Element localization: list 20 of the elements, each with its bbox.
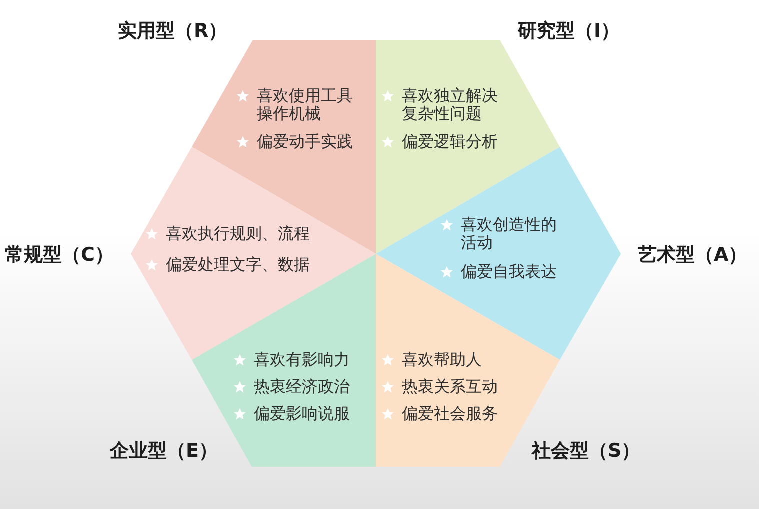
bullet-text: 热衷经济政治 — [254, 378, 351, 396]
bullet-text: 偏爱逻辑分析 — [402, 133, 499, 151]
type-heading: 研究型（I） — [518, 19, 620, 44]
bullet-text: 偏爱自我表达 — [461, 263, 558, 281]
type-heading: 艺术型（A） — [638, 243, 748, 268]
bullet-text: 偏爱动手实践 — [257, 133, 354, 151]
bullet-text: 偏爱影响说服 — [254, 405, 351, 423]
bullet-text: 喜欢执行规则、流程 — [166, 225, 311, 243]
bullet-text: 喜欢帮助人 — [402, 351, 483, 369]
bullet-text: 偏爱社会服务 — [402, 405, 499, 423]
type-heading: 企业型（E） — [110, 439, 218, 464]
bullet-text: 喜欢使用工具操作机械 — [257, 87, 354, 123]
bullet-text: 喜欢独立解决复杂性问题 — [402, 87, 499, 123]
bullet-text: 喜欢有影响力 — [254, 351, 351, 369]
type-heading: 社会型（S） — [532, 439, 641, 464]
bullet-text: 热衷关系互动 — [402, 378, 499, 396]
bullet-text: 喜欢创造性的活动 — [461, 216, 558, 252]
bullet-text: 偏爱处理文字、数据 — [166, 256, 311, 274]
type-heading: 常规型（C） — [5, 243, 114, 268]
type-heading: 实用型（R） — [118, 19, 228, 44]
